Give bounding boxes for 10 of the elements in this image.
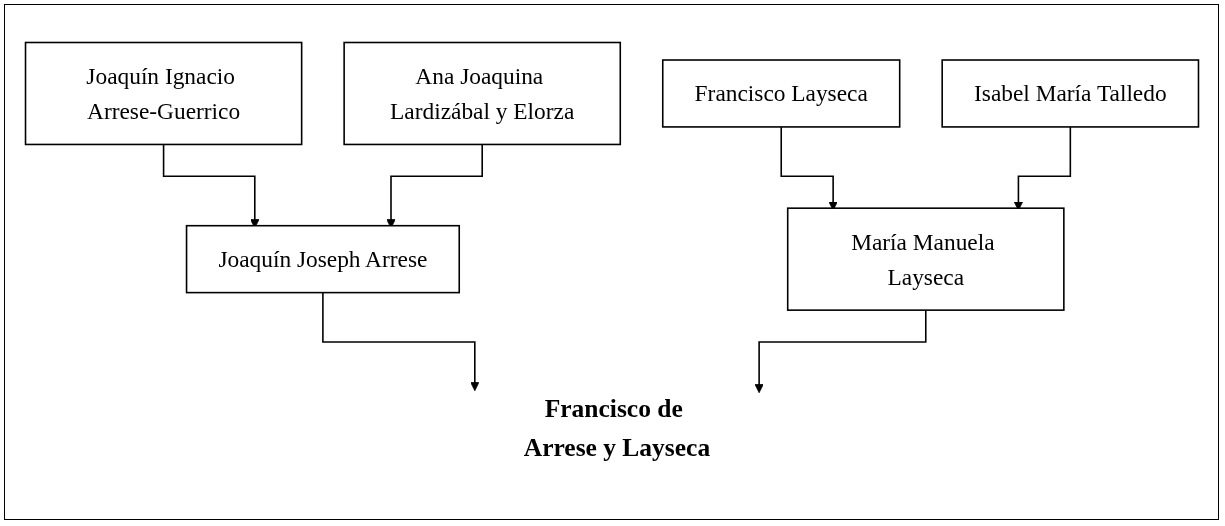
node-box [24,41,302,145]
arrow [753,309,927,393]
node-box [342,41,621,145]
node-box [786,207,1065,311]
arrow [321,291,479,391]
node-box [940,58,1199,128]
node-box [185,224,460,294]
node-text: Francisco de Arrese y Layseca [523,394,710,461]
frame-border: Joaquín Ignacio Arrese-Guerrico Ana Joaquina Lardizábal y Elorza Francisco Layseca Isabel María Talledo Joaquín Joseph Arrese María Manuela Layseca Francisco de Arrese y Layseca [4,4,1219,520]
node-box [661,58,900,128]
